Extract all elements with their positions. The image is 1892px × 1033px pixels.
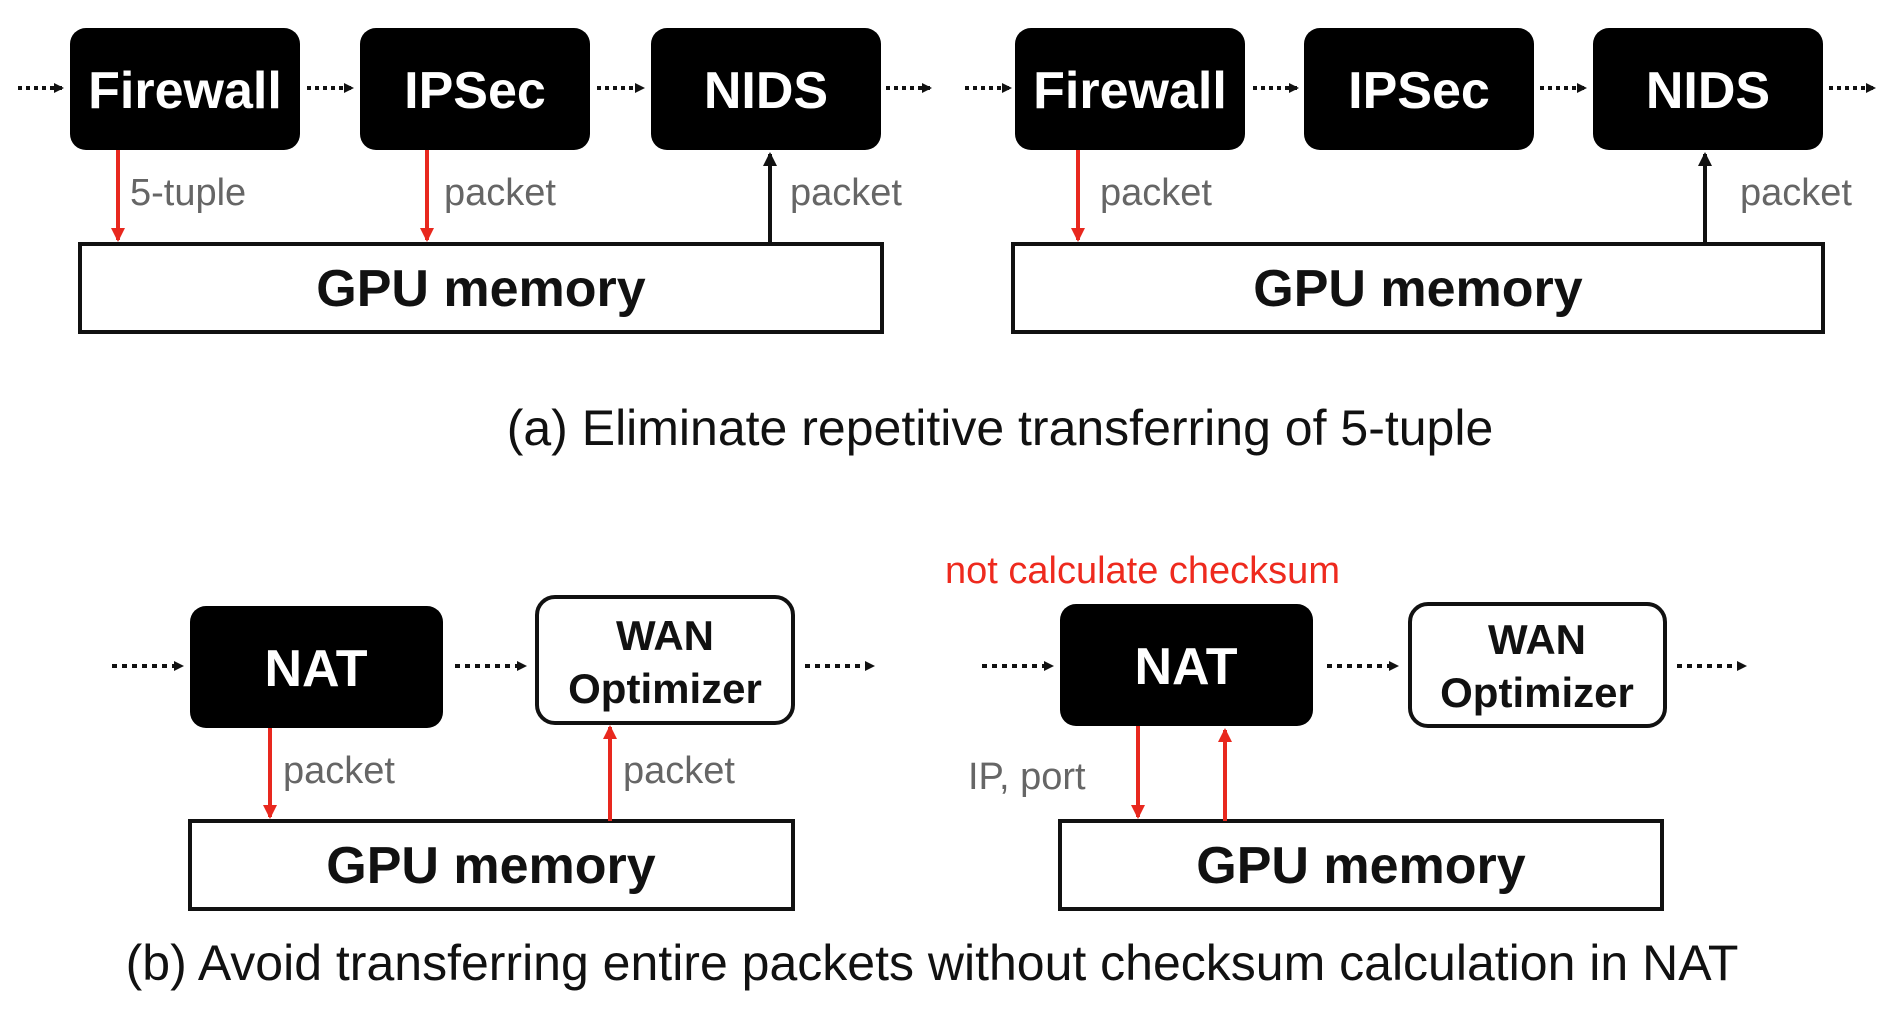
panel-b-left: NAT WAN Optimizer GPU memory packet pack… — [112, 595, 875, 911]
transfer-label: 5-tuple — [130, 172, 246, 214]
firewall-node-label: Firewall — [1033, 62, 1227, 120]
transfer-label: IP, port — [968, 756, 1086, 798]
firewall-node — [70, 28, 300, 150]
transfer-label: packet — [283, 750, 395, 792]
firewall-node — [1015, 28, 1245, 150]
ipsec-node-label: IPSec — [1348, 62, 1490, 120]
wan-optimizer-node — [1408, 602, 1667, 728]
transfer-label: packet — [623, 750, 735, 792]
nat-node-label: NAT — [1134, 638, 1237, 696]
transfer-label: packet — [1740, 172, 1852, 214]
nat-node — [190, 606, 443, 728]
wan-optimizer-label-line2: Optimizer — [1440, 669, 1634, 716]
wan-optimizer-label-line1: WAN — [1488, 616, 1586, 663]
transfer-label: packet — [444, 172, 556, 214]
transfer-label: packet — [790, 172, 902, 214]
nat-node-label: NAT — [264, 640, 367, 698]
ipsec-node — [360, 28, 590, 150]
gpu-memory-label: GPU memory — [316, 260, 646, 318]
firewall-node-label: Firewall — [88, 62, 282, 120]
nat-node — [1060, 604, 1313, 726]
wan-optimizer-label-line2: Optimizer — [568, 665, 762, 712]
transfer-label: packet — [1100, 172, 1212, 214]
ipsec-node — [1304, 28, 1534, 150]
gpu-memory-box — [188, 819, 795, 911]
panel-a-right: Firewall IPSec NIDS GPU memory packet pa… — [965, 28, 1876, 334]
ipsec-node-label: IPSec — [404, 62, 546, 120]
gpu-memory-label: GPU memory — [326, 837, 656, 895]
checksum-note: not calculate checksum — [945, 550, 1340, 592]
gpu-memory-label: GPU memory — [1253, 260, 1583, 318]
gpu-memory-box — [1058, 819, 1664, 911]
gpu-memory-box — [1011, 242, 1825, 334]
nids-node — [1593, 28, 1823, 150]
wan-optimizer-label-line1: WAN — [616, 612, 714, 659]
gpu-memory-box — [78, 242, 884, 334]
nids-node-label: NIDS — [704, 62, 828, 120]
panel-a-left: Firewall IPSec NIDS GPU memory 5-tuple p… — [18, 28, 932, 334]
wan-optimizer-node — [535, 595, 795, 725]
nids-node — [651, 28, 881, 150]
panel-b-right: not calculate checksum NAT WAN Optimizer… — [945, 550, 1747, 911]
gpu-memory-label: GPU memory — [1196, 837, 1526, 895]
caption-b: (b) Avoid transferring entire packets wi… — [126, 935, 1739, 991]
caption-a: (a) Eliminate repetitive transferring of… — [507, 400, 1494, 456]
nids-node-label: NIDS — [1646, 62, 1770, 120]
